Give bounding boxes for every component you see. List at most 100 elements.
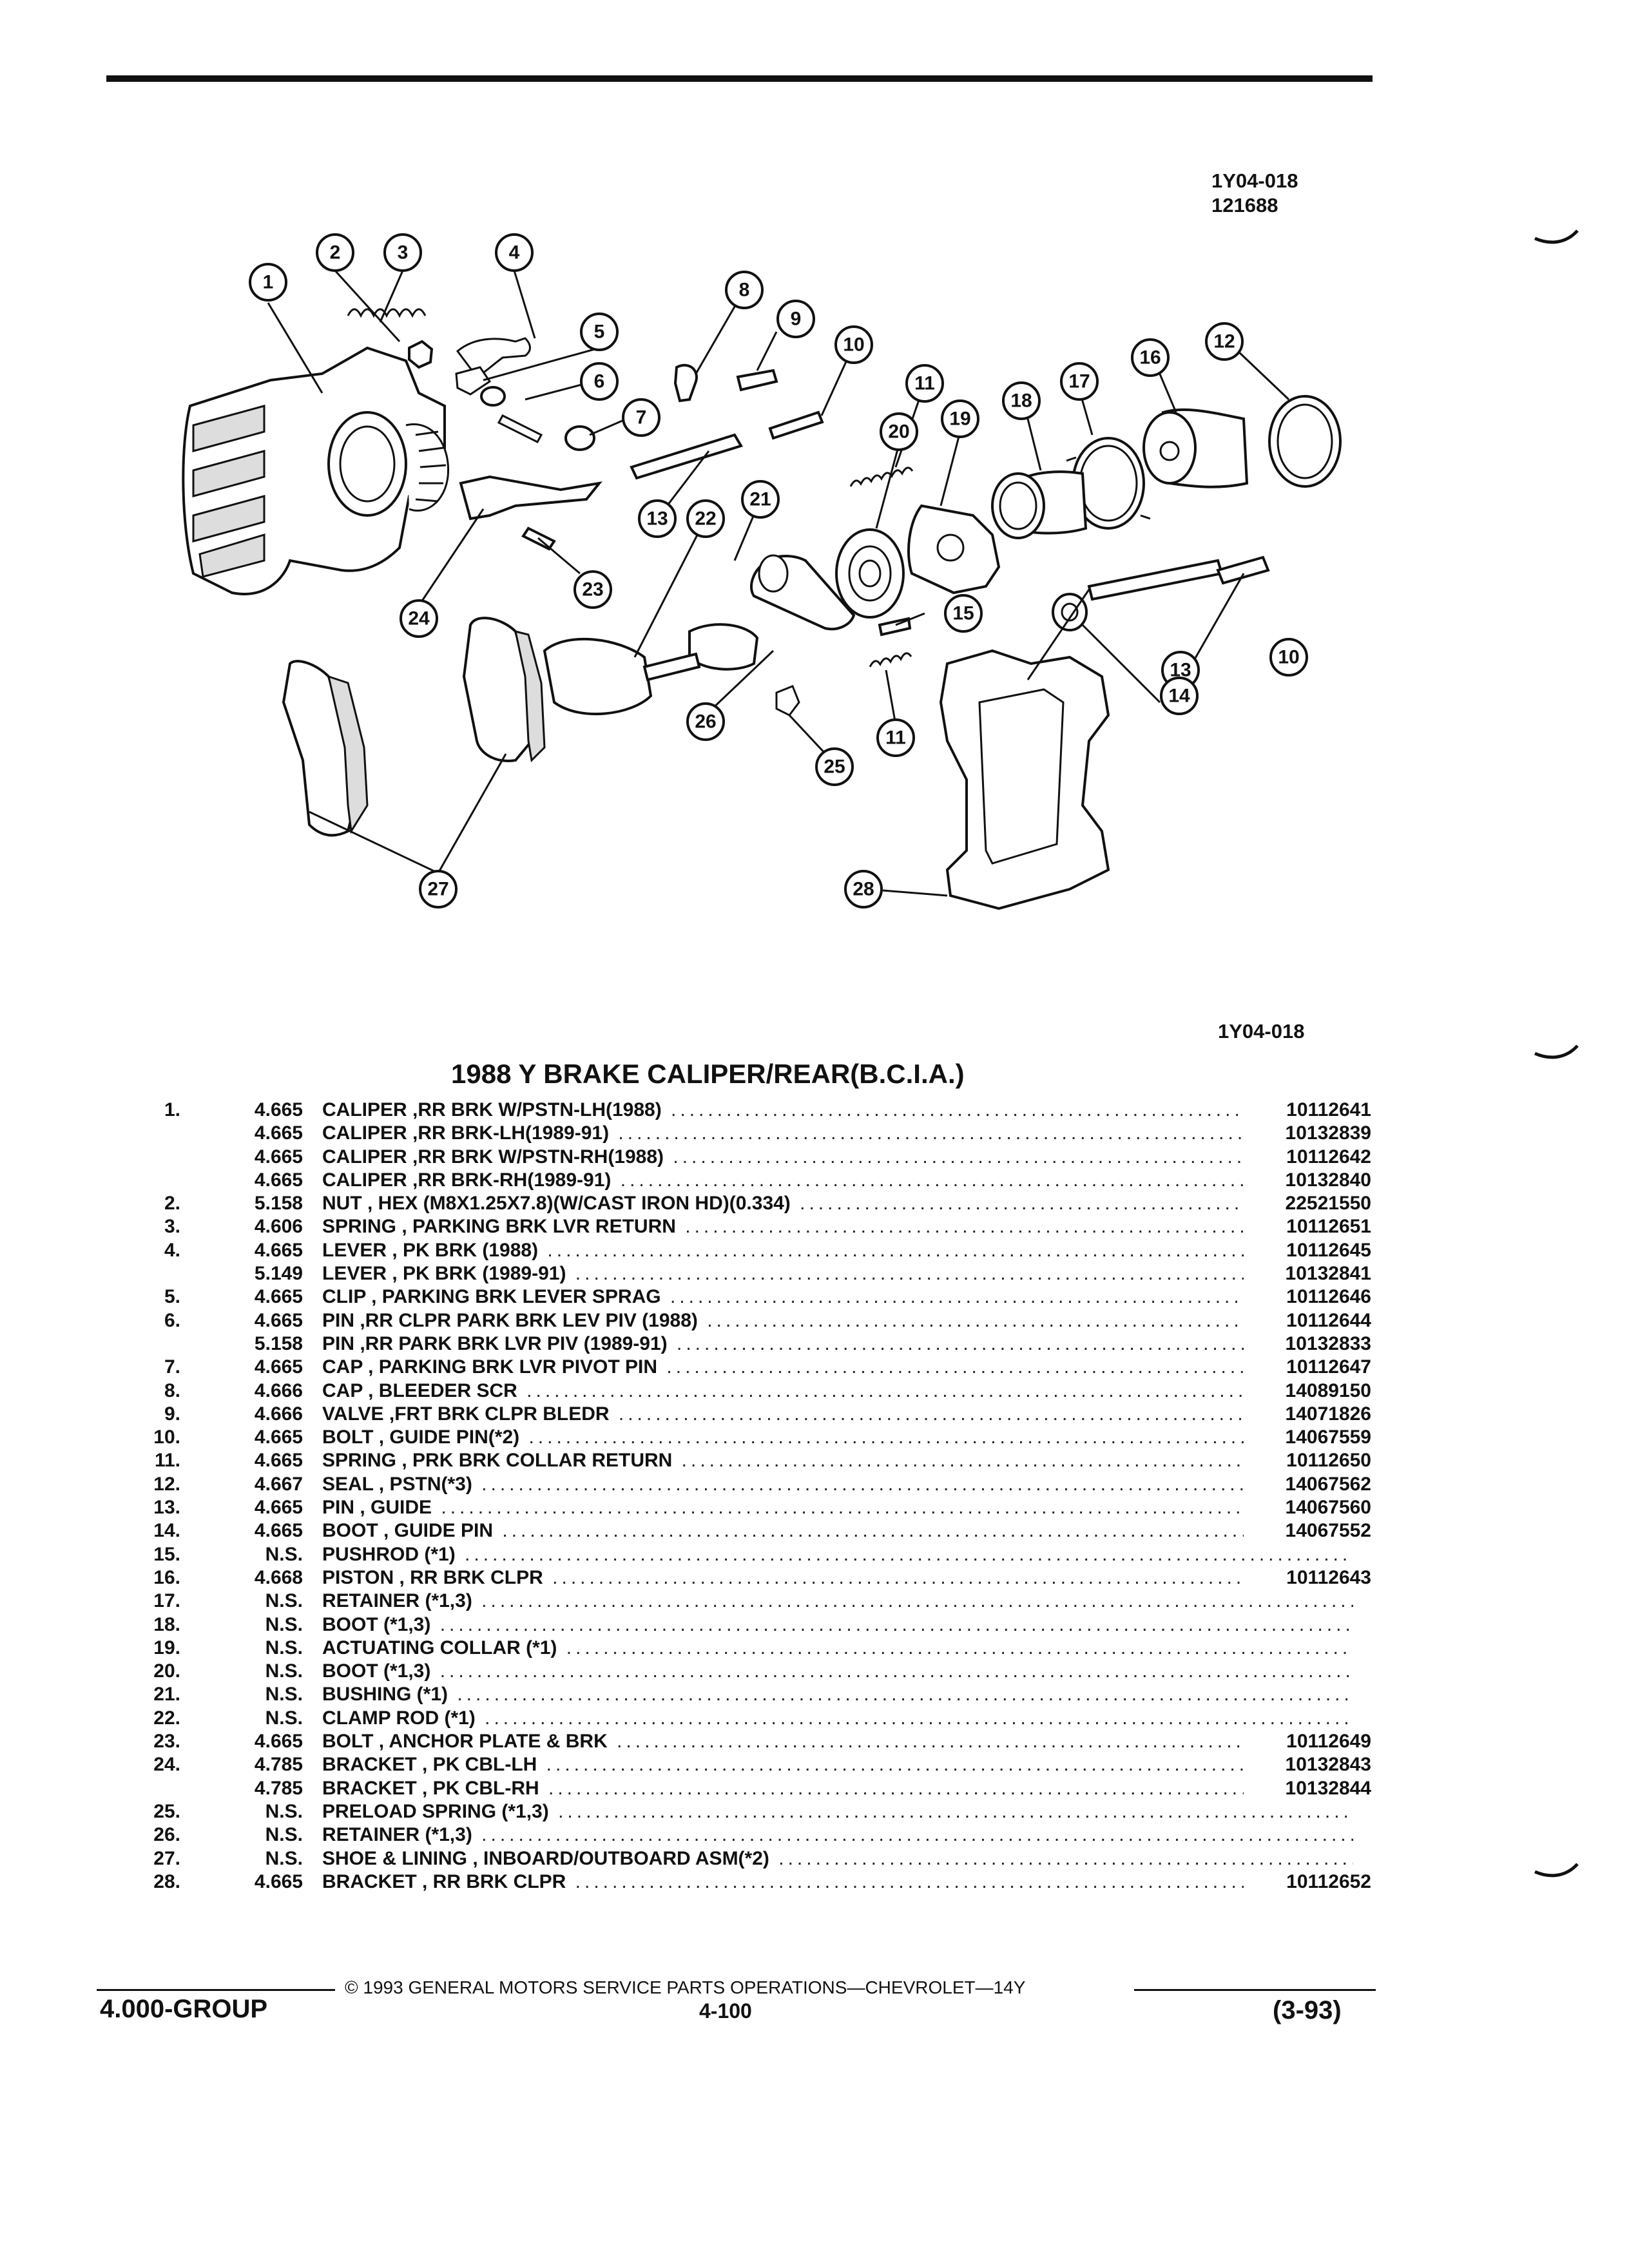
footer-group: 4.000-GROUP <box>100 1995 268 2023</box>
leader-dots: ........................................… <box>546 1754 1353 1776</box>
actuating-collar-drawing <box>907 504 1001 595</box>
leader-dots: ........................................… <box>441 1497 1353 1519</box>
group-number: 5.158 <box>254 1332 303 1354</box>
group-number: 4.665 <box>254 1450 303 1472</box>
clamp-rod-drawing <box>543 637 701 716</box>
group-number: N.S. <box>265 1543 303 1565</box>
spring-drawing <box>347 308 427 318</box>
binder-mark <box>1534 1863 1579 1878</box>
svg-text:23: 23 <box>582 579 603 601</box>
item-number: 10. <box>153 1427 180 1448</box>
leader-dots: ........................................… <box>558 1800 1353 1822</box>
group-number: 4.665 <box>254 1309 303 1331</box>
item-description: PISTON , RR BRK CLPR <box>322 1566 543 1588</box>
callout-22: 22 <box>686 499 725 538</box>
part-number: 10112650 <box>1244 1449 1371 1473</box>
item-description-cell: CAP , BLEEDER SCR ......................… <box>322 1379 1353 1403</box>
leader-dots: ........................................… <box>502 1520 1353 1542</box>
item-description: CAP , PARKING BRK LVR PIVOT PIN <box>322 1356 658 1378</box>
group-number: 4.668 <box>254 1566 303 1588</box>
group-number: N.S. <box>265 1660 303 1682</box>
svg-text:16: 16 <box>1139 347 1161 369</box>
footer-rule-right <box>1134 1989 1376 1991</box>
item-number: 23. <box>153 1731 180 1753</box>
leader-dots: ........................................… <box>677 1332 1353 1354</box>
item-description-cell: VALVE ,FRT BRK CLPR BLEDR ..............… <box>322 1403 1353 1426</box>
item-description: BOLT , ANCHOR PLATE & BRK <box>322 1731 608 1753</box>
callout-14: 14 <box>1160 677 1199 715</box>
svg-text:7: 7 <box>636 407 647 428</box>
exploded-diagram-svg: 1 2 3 4 5 6 7 8 9 10 11 12 13 16 17 18 1… <box>182 233 1342 910</box>
item-description: PIN ,RR PARK BRK LVR PIV (1989-91) <box>322 1332 668 1354</box>
item-description-cell: BOOT (*1,3) ............................… <box>322 1660 1353 1683</box>
guide-bolt-lower-drawing <box>1216 555 1270 585</box>
boot-drawing <box>991 470 1088 539</box>
part-number: 10132840 <box>1244 1168 1371 1192</box>
item-description-cell: CALIPER ,RR BRK-RH(1989-91) ............… <box>322 1169 1353 1192</box>
svg-text:6: 6 <box>594 371 605 392</box>
svg-text:28: 28 <box>853 879 874 900</box>
part-number: 14067552 <box>1244 1519 1371 1543</box>
exploded-diagram: 1 2 3 4 5 6 7 8 9 10 11 12 13 16 17 18 1… <box>155 213 1360 960</box>
callout-16: 16 <box>1131 338 1170 377</box>
piston-seal-drawing <box>1268 395 1342 488</box>
item-number: 5. <box>164 1286 180 1308</box>
part-number: 14067562 <box>1244 1472 1371 1496</box>
item-number: 2. <box>164 1193 180 1215</box>
item-number: 27. <box>153 1847 180 1869</box>
callout-11: 11 <box>905 364 944 403</box>
collar-spring-lower-drawing <box>869 652 912 668</box>
group-number: N.S. <box>265 1707 303 1729</box>
item-description-cell: PUSHROD (*1) ...........................… <box>322 1543 1353 1566</box>
part-number: 10132841 <box>1244 1262 1371 1286</box>
item-description: CALIPER ,RR BRK W/PSTN-LH(1988) <box>322 1099 662 1120</box>
leader-dots: ........................................… <box>481 1590 1353 1612</box>
item-description-cell: PISTON , RR BRK CLPR ...................… <box>322 1566 1353 1590</box>
group-number: 4.785 <box>254 1777 303 1799</box>
part-number: 10132839 <box>1244 1122 1371 1146</box>
part-number: 10112649 <box>1244 1730 1371 1754</box>
group-number: N.S. <box>265 1684 303 1706</box>
part-number: 22521550 <box>1244 1192 1371 1216</box>
item-description: PRELOAD SPRING (*1,3) <box>322 1800 549 1822</box>
leader-dots: ........................................… <box>528 1427 1353 1448</box>
footer-date: (3-93) <box>1273 1996 1342 2024</box>
figure-date-code: 121688 <box>1211 194 1278 216</box>
item-number: 7. <box>164 1356 180 1378</box>
callout-26: 26 <box>686 702 725 741</box>
part-number: 14071826 <box>1244 1402 1371 1426</box>
item-number: 3. <box>164 1216 180 1238</box>
group-number: 4.665 <box>254 1356 303 1378</box>
bleeder-valve-drawing <box>736 369 778 392</box>
guide-boot-drawing <box>1052 593 1088 631</box>
group-number: N.S. <box>265 1847 303 1869</box>
svg-text:10: 10 <box>1278 647 1299 668</box>
item-description: PUSHROD (*1) <box>322 1543 456 1565</box>
item-description: LEVER , PK BRK (1989-91) <box>322 1263 566 1285</box>
item-number: 17. <box>153 1590 180 1612</box>
part-number: 10112645 <box>1244 1238 1371 1262</box>
item-description: BUSHING (*1) <box>322 1684 448 1706</box>
item-number: 26. <box>153 1824 180 1846</box>
bleeder-cap-drawing <box>673 363 698 403</box>
item-number: 8. <box>164 1379 180 1401</box>
item-number: 16. <box>153 1566 180 1588</box>
lever-drawing <box>456 337 531 378</box>
leader-dots: ........................................… <box>457 1684 1353 1706</box>
item-description-cell: NUT , HEX (M8X1.25X7.8)(W/CAST IRON HD)(… <box>322 1192 1353 1215</box>
leader-dots: ........................................… <box>552 1566 1353 1588</box>
pivot-pin-drawing <box>497 414 543 443</box>
item-description-cell: BOOT (*1,3) ............................… <box>322 1613 1353 1637</box>
item-description: PIN ,RR CLPR PARK BRK LEV PIV (1988) <box>322 1309 698 1331</box>
item-number: 11. <box>154 1450 180 1472</box>
part-number: 10112641 <box>1244 1099 1371 1122</box>
